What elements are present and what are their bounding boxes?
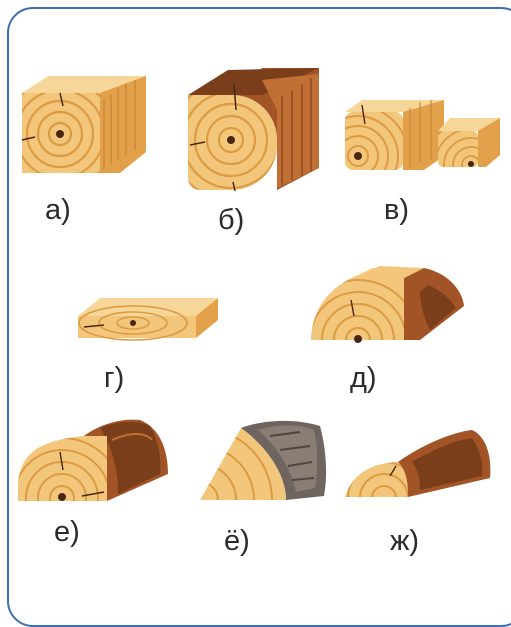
label-a: а) bbox=[45, 194, 71, 226]
label-b: б) bbox=[218, 204, 245, 236]
label-h: ж) bbox=[390, 525, 420, 557]
lumber-types-illustration bbox=[18, 68, 500, 501]
label-f: е) bbox=[54, 516, 80, 548]
label-e: д) bbox=[350, 362, 377, 394]
item-d-plank bbox=[78, 298, 218, 341]
item-a-beam bbox=[21, 76, 146, 173]
label-g: ё) bbox=[224, 525, 250, 557]
item-h-flat-slab bbox=[345, 430, 491, 497]
item-f-half-log bbox=[18, 419, 168, 501]
item-b-edged-beam bbox=[188, 68, 319, 192]
item-c-bars bbox=[345, 100, 500, 170]
label-c: в) bbox=[384, 194, 410, 226]
label-d: г) bbox=[104, 362, 125, 394]
item-e-slab bbox=[311, 266, 464, 343]
item-g-quarter-log bbox=[200, 420, 327, 500]
